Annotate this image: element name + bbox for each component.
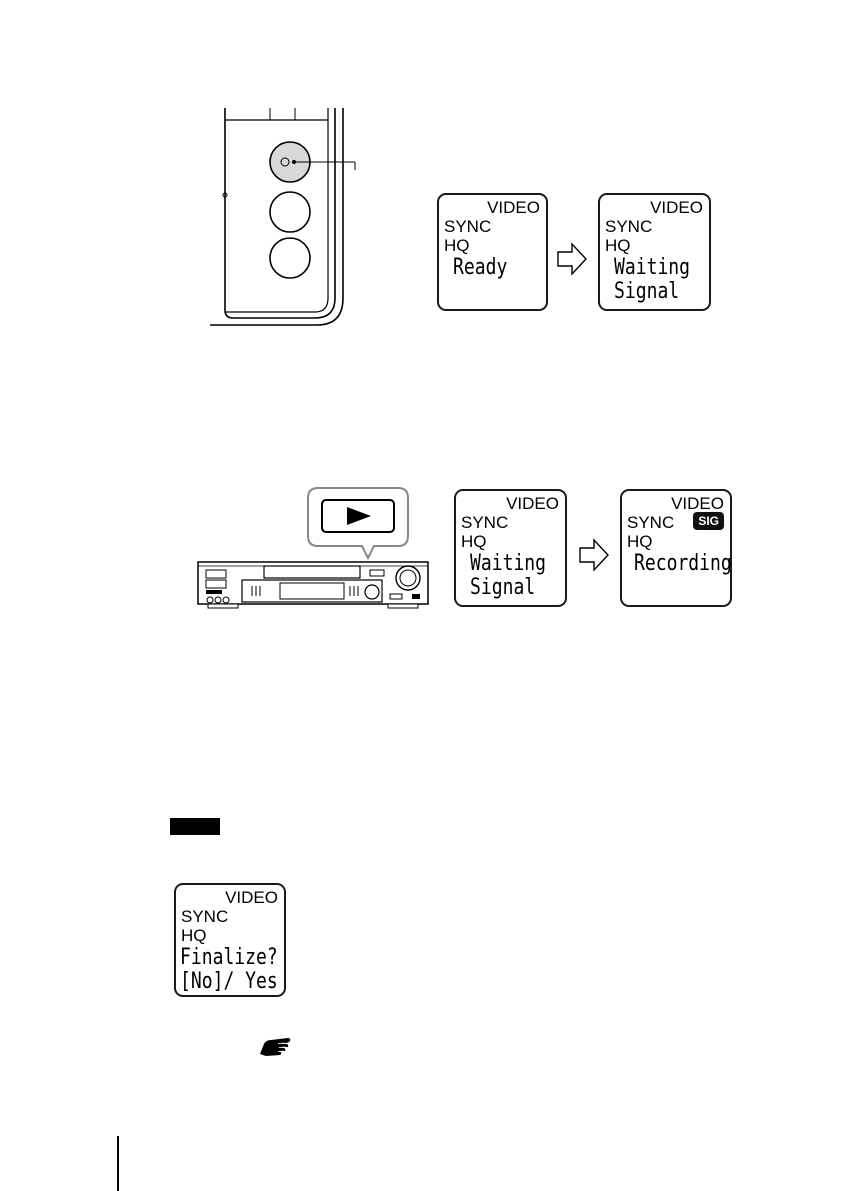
note-tag xyxy=(170,818,220,835)
lcd-hq-label: HQ xyxy=(605,236,631,256)
lcd-video-label: VIDEO xyxy=(650,198,703,218)
device-panel-illustration xyxy=(195,100,375,330)
lcd-status-line1: Finalize? xyxy=(180,945,278,970)
lcd-hq-label: HQ xyxy=(444,236,470,256)
lcd-display-ready: VIDEO SYNC HQ Ready xyxy=(437,193,548,311)
vcr-illustration xyxy=(190,482,440,622)
lcd-video-label: VIDEO xyxy=(671,494,724,514)
lcd-sync-label: SYNC xyxy=(444,217,491,237)
arrow-right-icon xyxy=(556,241,588,277)
lcd-display-recording: VIDEO SYNC SIG HQ Recording xyxy=(620,489,732,607)
lcd-sync-label: SYNC xyxy=(461,513,508,533)
lcd-display-waiting-2: VIDEO SYNC HQ Waiting Signal xyxy=(454,489,567,607)
lcd-status-line1: Recording xyxy=(634,551,732,576)
lcd-status-line2: Signal xyxy=(614,279,679,304)
signal-badge: SIG xyxy=(693,512,724,530)
lcd-hq-label: HQ xyxy=(461,532,487,552)
lcd-status-line2: Signal xyxy=(470,575,535,600)
lcd-status-line1: Ready xyxy=(453,255,507,280)
lcd-sync-label: SYNC xyxy=(605,217,652,237)
lcd-sync-label: SYNC xyxy=(181,907,228,927)
arrow-right-icon xyxy=(578,537,610,573)
lcd-display-waiting: VIDEO SYNC HQ Waiting Signal xyxy=(598,193,711,311)
lcd-hq-label: HQ xyxy=(627,532,653,552)
lcd-status-line1: Waiting xyxy=(614,255,690,280)
lcd-video-label: VIDEO xyxy=(487,198,540,218)
lcd-sync-label: SYNC xyxy=(627,513,674,533)
pointing-hand-icon xyxy=(258,1036,292,1058)
lcd-video-label: VIDEO xyxy=(225,888,278,908)
lcd-hq-label: HQ xyxy=(181,926,207,946)
lcd-video-label: VIDEO xyxy=(506,494,559,514)
lcd-status-line1: Waiting xyxy=(470,551,546,576)
footer-rule xyxy=(117,1136,119,1191)
lcd-status-line2: [No]/ Yes xyxy=(180,969,278,994)
lcd-display-finalize: VIDEO SYNC HQ Finalize? [No]/ Yes xyxy=(174,883,286,997)
